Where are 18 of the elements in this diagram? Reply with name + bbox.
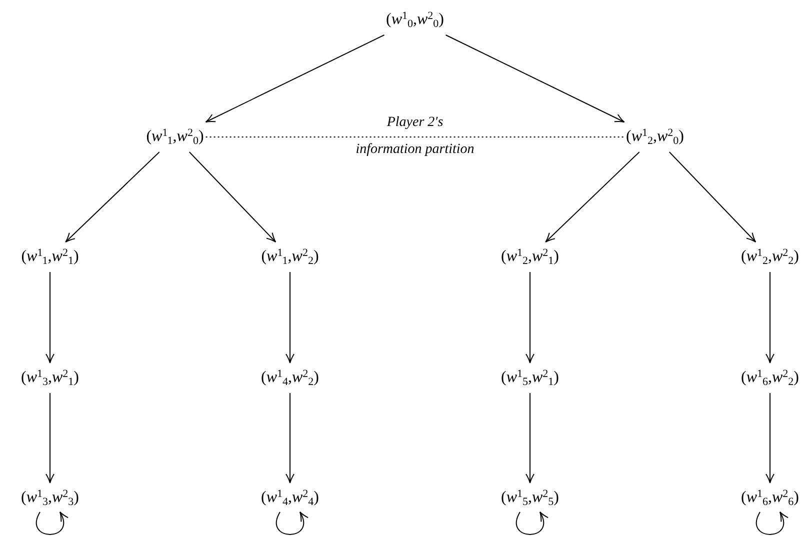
state-label: (w$^{1}$$_{1}$,w$^{2}$$_{0}$): [146, 127, 204, 147]
state-label: (w$^{1}$$_{2}$,w$^{2}$$_{0}$): [626, 127, 684, 147]
state-label: (w$^{1}$$_{4}$,w$^{2}$$_{2}$): [261, 368, 319, 388]
state-label: (w$^{1}$$_{1}$,w$^{2}$$_{2}$): [261, 247, 319, 267]
state-label: (w$^{1}$$_{2}$,w$^{2}$$_{1}$): [501, 247, 559, 267]
state-label: (w$^{1}$$_{6}$,w$^{2}$$_{6}$): [741, 488, 799, 508]
partition-caption: Player 2′s: [386, 114, 444, 132]
state-label: (w$^{1}$$_{5}$,w$^{2}$$_{1}$): [501, 368, 559, 388]
state-label: (w$^{1}$$_{1}$,w$^{2}$$_{1}$): [21, 247, 79, 267]
state-label: (w$^{1}$$_{4}$,w$^{2}$$_{4}$): [261, 488, 319, 508]
state-label: (w$^{1}$$_{2}$,w$^{2}$$_{2}$): [741, 247, 799, 267]
state-label: (w$^{1}$$_{6}$,w$^{2}$$_{2}$): [741, 368, 799, 388]
state-label: (w$^{1}$$_{5}$,w$^{2}$$_{5}$): [501, 488, 559, 508]
dotted-line: [205, 136, 624, 138]
partition-caption: information partition: [356, 141, 474, 159]
state-label: (w$^{1}$$_{3}$,w$^{2}$$_{1}$): [21, 368, 79, 388]
state-label: (w$^{1}$$_{0}$,w$^{2}$$_{0}$): [386, 10, 444, 30]
state-label: (w$^{1}$$_{3}$,w$^{2}$$_{3}$): [21, 488, 79, 508]
